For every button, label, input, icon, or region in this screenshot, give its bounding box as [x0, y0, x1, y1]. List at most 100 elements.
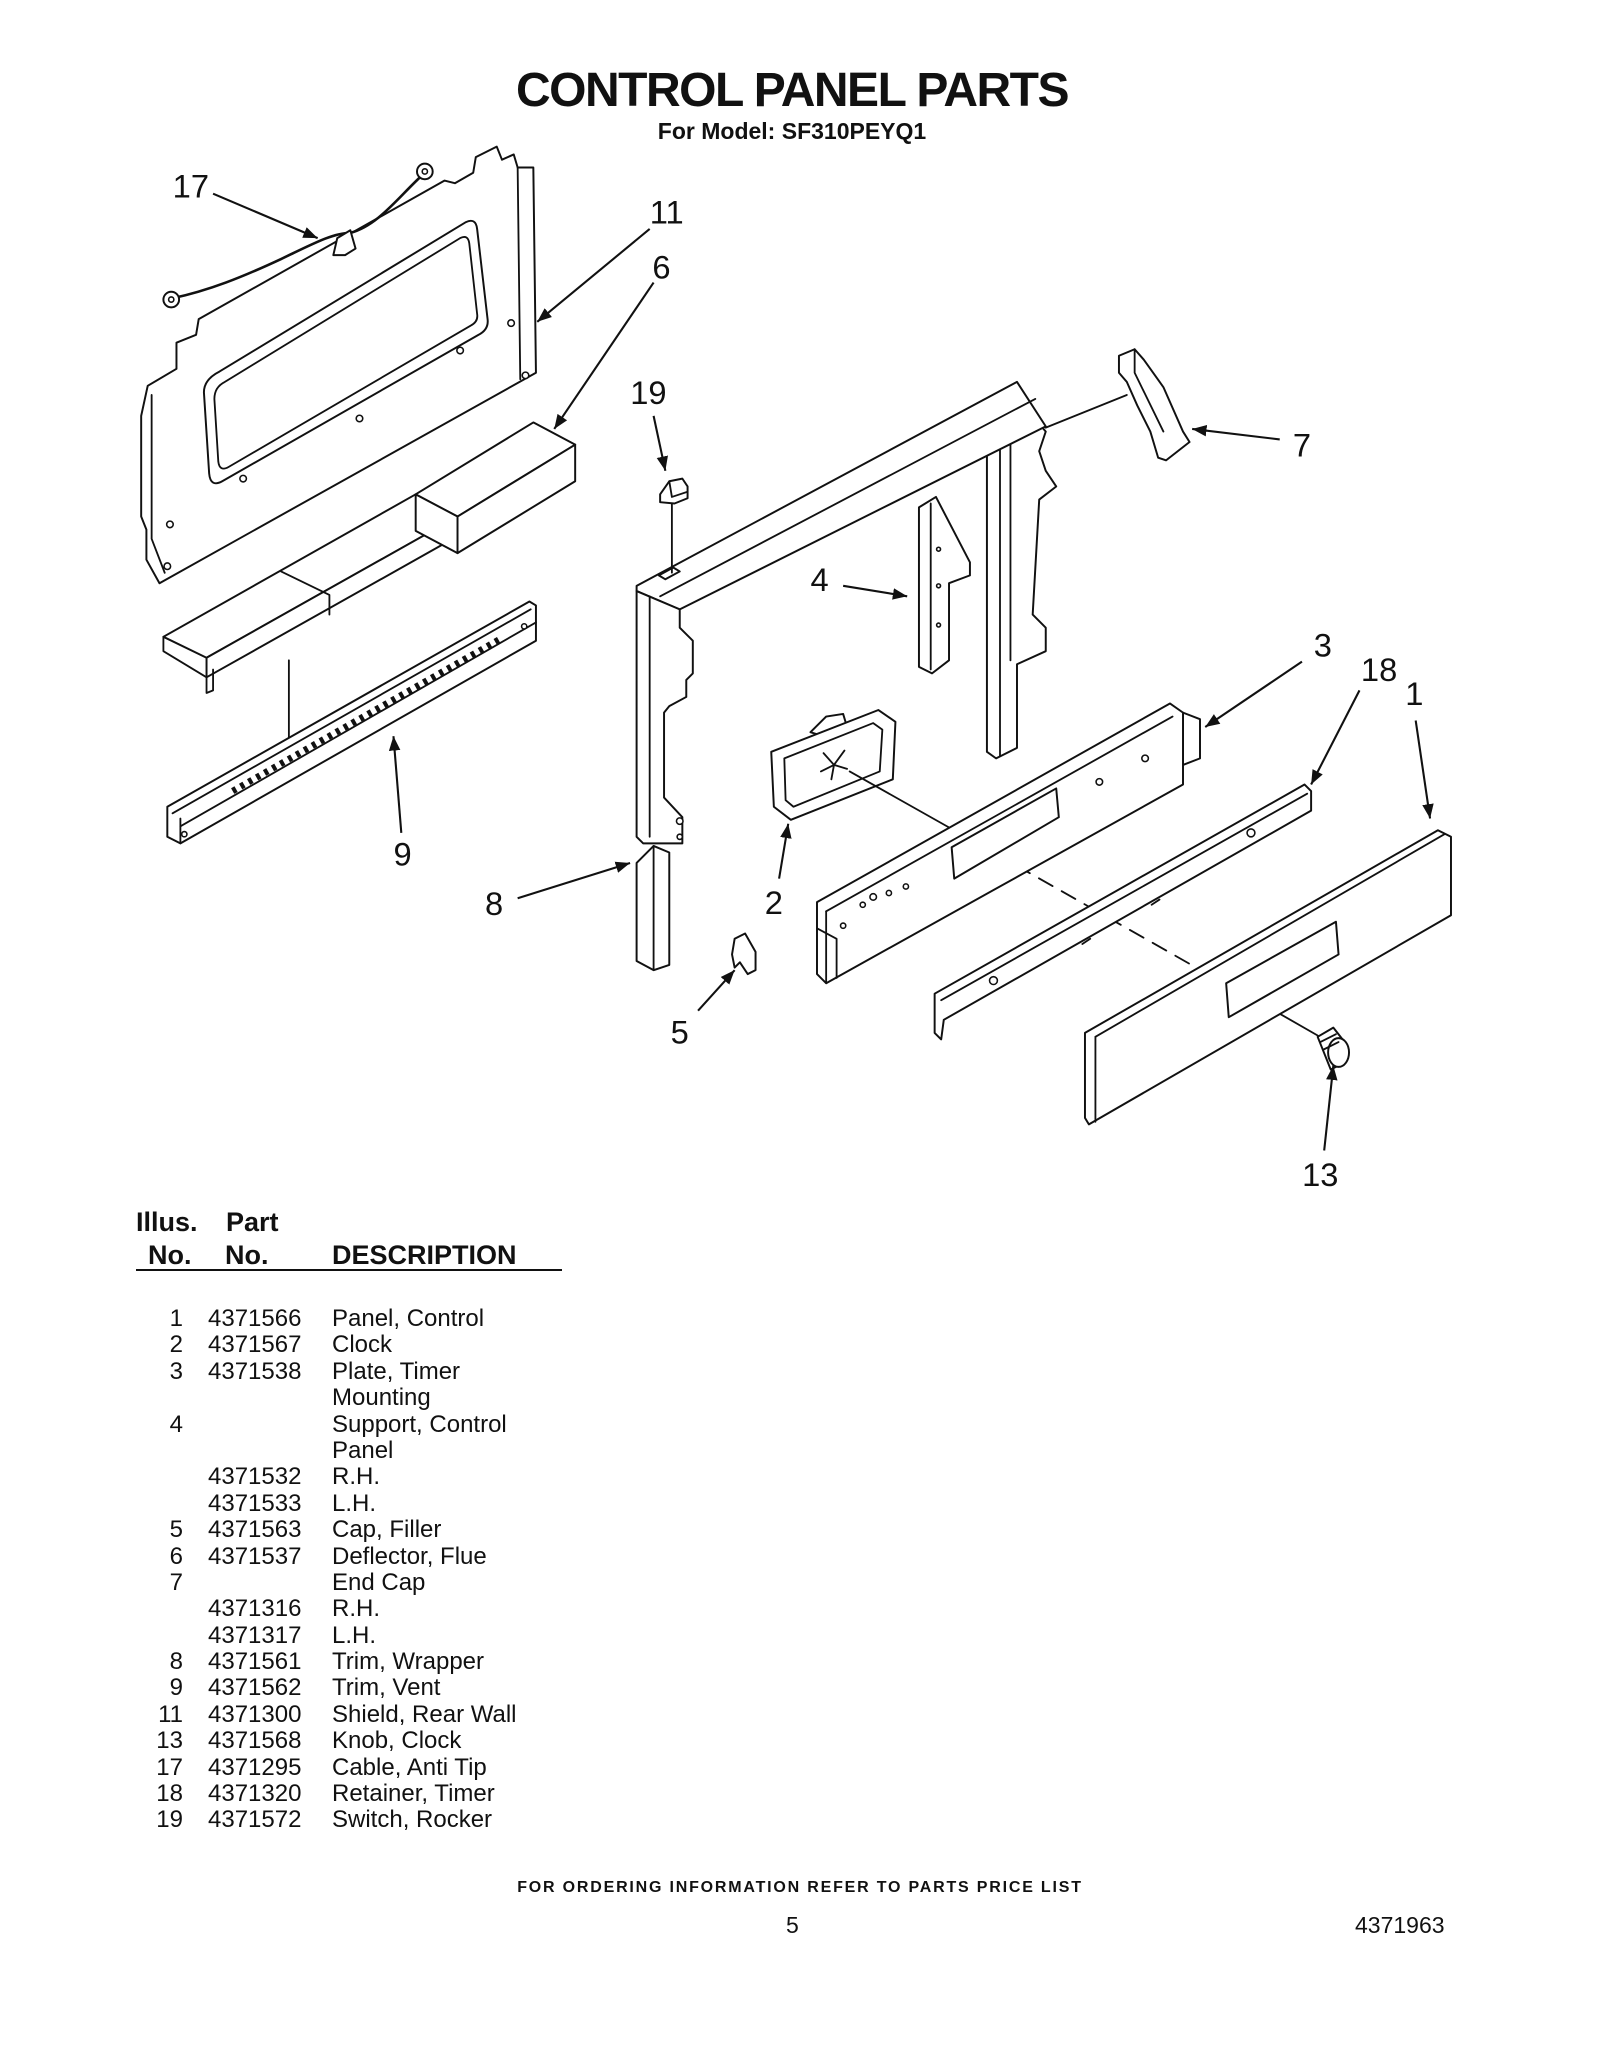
- leader-line-1: [1414, 720, 1434, 819]
- part-no: 4371562: [208, 1674, 302, 1702]
- callout-1: 1: [1405, 675, 1423, 712]
- callout-19: 19: [630, 374, 666, 411]
- leader-line-13: [1323, 1065, 1338, 1151]
- table-row: 2 4371567 Clock: [0, 1331, 600, 1359]
- illus-no: 17: [156, 1753, 183, 1781]
- header-part-line2: No.: [225, 1240, 269, 1270]
- callout-3: 3: [1314, 626, 1332, 663]
- ordering-note: FOR ORDERING INFORMATION REFER TO PARTS …: [517, 1879, 1083, 1896]
- description: Support, Control: [332, 1410, 507, 1438]
- leader-line-9: [388, 736, 403, 833]
- part-4-control-panel-support: [917, 495, 971, 675]
- description: L.H.: [332, 1621, 377, 1649]
- part-no: 4371538: [208, 1357, 302, 1385]
- part-no: 4371533: [208, 1489, 302, 1517]
- page-title: CONTROL PANEL PARTS: [516, 64, 1069, 117]
- illus-no: 5: [169, 1516, 183, 1544]
- callout-11: 11: [650, 194, 684, 231]
- callout-4: 4: [811, 561, 829, 598]
- part-no: 4371566: [208, 1305, 302, 1332]
- leader-line-11: [536, 228, 651, 323]
- part-no: 4371317: [208, 1621, 302, 1649]
- illus-no: 19: [156, 1806, 183, 1834]
- description: Cap, Filler: [332, 1516, 442, 1544]
- callout-labels: 17 11 6 19 7 4 3 18 1 9 8 2 5 13: [173, 168, 1424, 1193]
- part-no: 4371532: [208, 1463, 302, 1491]
- illus-no: 8: [169, 1648, 183, 1676]
- part-18-timer-retainer: [933, 783, 1313, 1041]
- description: L.H.: [332, 1489, 377, 1517]
- table-row: 4371532 R.H.: [0, 1463, 600, 1491]
- part-no: 4371568: [208, 1727, 302, 1755]
- part-2-clock: [770, 709, 897, 821]
- part-no: 4371561: [208, 1648, 302, 1676]
- callout-17: 17: [173, 168, 209, 205]
- control-panel-frame: [635, 380, 1058, 845]
- leader-line-18: [1310, 689, 1361, 785]
- callout-13: 13: [1302, 1156, 1338, 1193]
- header-illus-line1: Illus.: [136, 1207, 198, 1237]
- illus-no: 7: [169, 1568, 183, 1596]
- description: Retainer, Timer: [332, 1780, 495, 1808]
- part-8-wrapper-trim: [635, 844, 671, 972]
- table-row: Panel: [0, 1436, 600, 1464]
- description: Switch, Rocker: [332, 1806, 493, 1834]
- header-illus-line2: No.: [148, 1240, 192, 1270]
- part-9-vent-trim: [166, 600, 537, 845]
- description: Plate, Timer: [332, 1357, 461, 1385]
- callout-5: 5: [671, 1013, 689, 1050]
- leader-line-2: [778, 823, 792, 879]
- description: R.H.: [332, 1595, 380, 1623]
- illus-no: 4: [169, 1410, 183, 1438]
- table-row: 11 4371300 Shield, Rear Wall: [0, 1700, 600, 1728]
- table-row: 9 4371562 Trim, Vent: [0, 1674, 600, 1702]
- page-number: 5: [786, 1912, 799, 1938]
- part-no: 4371567: [208, 1331, 302, 1359]
- table-row: 4371317 L.H.: [0, 1621, 600, 1649]
- table-row: 6 4371537 Deflector, Flue: [0, 1542, 600, 1570]
- part-no: 4371572: [208, 1806, 302, 1834]
- table-row: 5 4371563 Cap, Filler: [0, 1516, 600, 1544]
- table-row: 4 Support, Control: [0, 1410, 600, 1438]
- description: Mounting: [332, 1384, 431, 1412]
- table-row: 19 4371572 Switch, Rocker: [0, 1806, 600, 1834]
- part-17-anti-tip-cable: [162, 162, 434, 309]
- table-row: 13 4371568 Knob, Clock: [0, 1727, 600, 1755]
- illus-no: 1: [169, 1305, 183, 1332]
- part-1-control-panel: [1083, 829, 1452, 1126]
- table-row: Mounting: [0, 1384, 600, 1412]
- part-no: 4371537: [208, 1542, 302, 1570]
- document-number: 4371963: [1355, 1912, 1445, 1938]
- leader-line-19: [652, 415, 668, 472]
- part-6-flue-deflector: [162, 421, 577, 694]
- header-rule: [136, 1269, 562, 1271]
- callout-9: 9: [394, 836, 412, 873]
- description: Shield, Rear Wall: [332, 1700, 517, 1728]
- header-description: DESCRIPTION: [332, 1240, 517, 1270]
- table-row: 4371316 R.H.: [0, 1595, 600, 1623]
- leader-line-17: [212, 192, 319, 240]
- model-subtitle: For Model: SF310PEYQ1: [657, 118, 927, 144]
- table-row: 7 End Cap: [0, 1568, 600, 1596]
- table-row: 8 4371561 Trim, Wrapper: [0, 1648, 600, 1676]
- description: Trim, Wrapper: [332, 1648, 485, 1676]
- part-13-clock-knob: [1316, 1026, 1350, 1071]
- description: Knob, Clock: [332, 1727, 462, 1755]
- callout-2: 2: [765, 884, 783, 921]
- illus-no: 3: [169, 1357, 183, 1385]
- leader-line-3: [1204, 660, 1303, 728]
- header-part-line1: Part: [226, 1207, 279, 1237]
- description: Panel: [332, 1436, 394, 1464]
- illus-no: 6: [169, 1542, 183, 1570]
- leader-line-4: [842, 584, 908, 600]
- parts-table-body: 1 4371566 Panel, Control 2 4371567 Clock…: [0, 1305, 600, 1834]
- part-no: 4371563: [208, 1516, 302, 1544]
- leader-line-6: [553, 281, 655, 430]
- part-19-rocker-switch: [659, 477, 689, 574]
- part-3-timer-mounting-plate: [816, 702, 1201, 985]
- table-row: 17 4371295 Cable, Anti Tip: [0, 1753, 600, 1781]
- table-row: 3 4371538 Plate, Timer: [0, 1357, 600, 1385]
- part-5-filler-cap: [731, 932, 757, 976]
- description: Panel, Control: [332, 1305, 485, 1332]
